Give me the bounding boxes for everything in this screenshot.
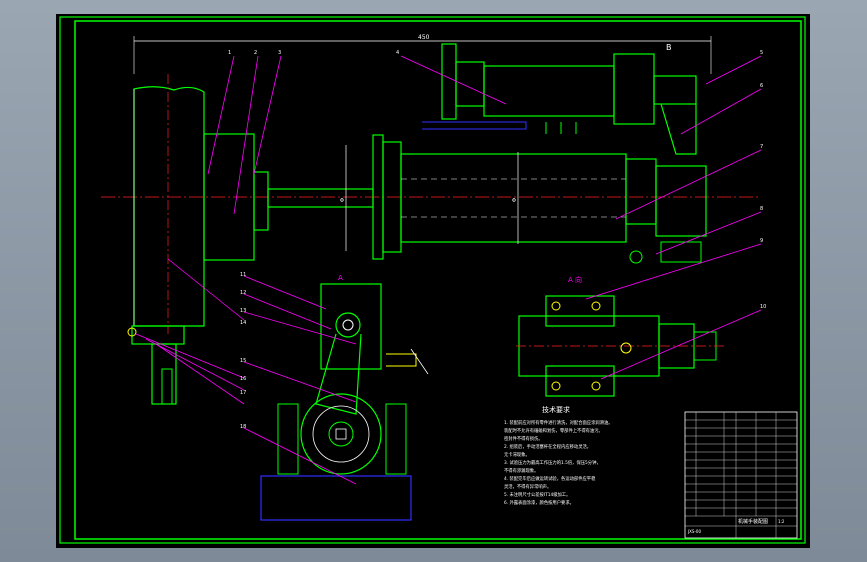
section-b-label: B — [666, 43, 672, 52]
tech-note: 灵活，不得有异常响声。 — [504, 483, 551, 490]
tech-note: 6. 外露表面涂漆，颜色按用户要求。 — [504, 499, 574, 506]
tech-note: 密封件不得有损伤。 — [504, 435, 543, 442]
top-cylinder: B — [422, 43, 697, 155]
cad-viewport[interactable]: 450 Φ Φ — [56, 14, 810, 548]
title-block: 机械手装配图 1:2 JXS-00 — [684, 411, 798, 539]
part-number: 1 — [228, 50, 231, 56]
dia-right: Φ — [512, 198, 516, 204]
part-number: 3 — [278, 50, 281, 56]
tech-note: 无卡滞现象。 — [504, 451, 530, 458]
tech-note: 2. 组装后，手动活塞杆在全程内应移动灵活， — [504, 443, 591, 450]
section-a-label: A — [338, 274, 343, 282]
tech-requirements: 技术要求 1. 装配前应对所有零件进行清洗，对配合面应涂润滑油。 装配时不允许有… — [504, 405, 613, 506]
inner-frame — [74, 20, 802, 540]
tech-note: 4. 装配完毕后应做运转试验，各运动部件应平稳 — [504, 475, 596, 482]
drawing-number: JXS-00 — [687, 529, 701, 534]
outer-frame — [59, 16, 806, 544]
part-number: 5 — [760, 50, 763, 56]
part-number: 18 — [240, 424, 246, 430]
part-number: 11 — [240, 272, 246, 278]
part-number: 7 — [760, 144, 763, 150]
view-a-label: A 向 — [568, 275, 582, 284]
part-number: 10 — [760, 304, 766, 310]
part-number: 4 — [396, 50, 399, 56]
right-view: A 向 — [516, 275, 726, 397]
drawing-scale: 1:2 — [778, 519, 785, 524]
dia-left: Φ — [340, 198, 344, 204]
tech-note: 1. 装配前应对所有零件进行清洗，对配合面应涂润滑油。 — [504, 419, 613, 426]
drawing-name: 机械手装配图 — [738, 518, 768, 525]
part-number: 15 — [240, 358, 246, 364]
tech-note: 3. 试验压力为最高工作压力的1.5倍，保压5分钟， — [504, 459, 601, 466]
crank-mechanism: A — [260, 274, 429, 521]
part-number: 14 — [240, 320, 246, 326]
tech-note: 不得有渗漏现象。 — [504, 467, 538, 474]
part-number: 17 — [240, 390, 246, 396]
leader-lines — [135, 55, 762, 485]
part-number: 12 — [240, 290, 246, 296]
left-column — [127, 74, 269, 405]
assembly-drawing: 450 Φ Φ — [59, 16, 806, 544]
tech-title: 技术要求 — [542, 405, 570, 414]
part-number: 8 — [760, 206, 763, 212]
tech-note: 装配时不允许有磕碰和划伤，零部件上不得有油污。 — [504, 427, 603, 434]
part-number: 13 — [240, 308, 246, 314]
part-number: 9 — [760, 238, 763, 244]
part-number: 6 — [760, 83, 763, 89]
part-numbers: 1 2 3 4 5 6 7 8 9 10 11 12 13 14 15 16 1… — [228, 50, 766, 430]
tech-note: 5. 未注明尺寸公差按IT14级加工。 — [504, 491, 570, 498]
part-number: 2 — [254, 50, 257, 56]
part-number: 16 — [240, 376, 246, 382]
main-cylinder: Φ Φ — [267, 134, 707, 264]
overall-dim: 450 — [418, 34, 430, 41]
